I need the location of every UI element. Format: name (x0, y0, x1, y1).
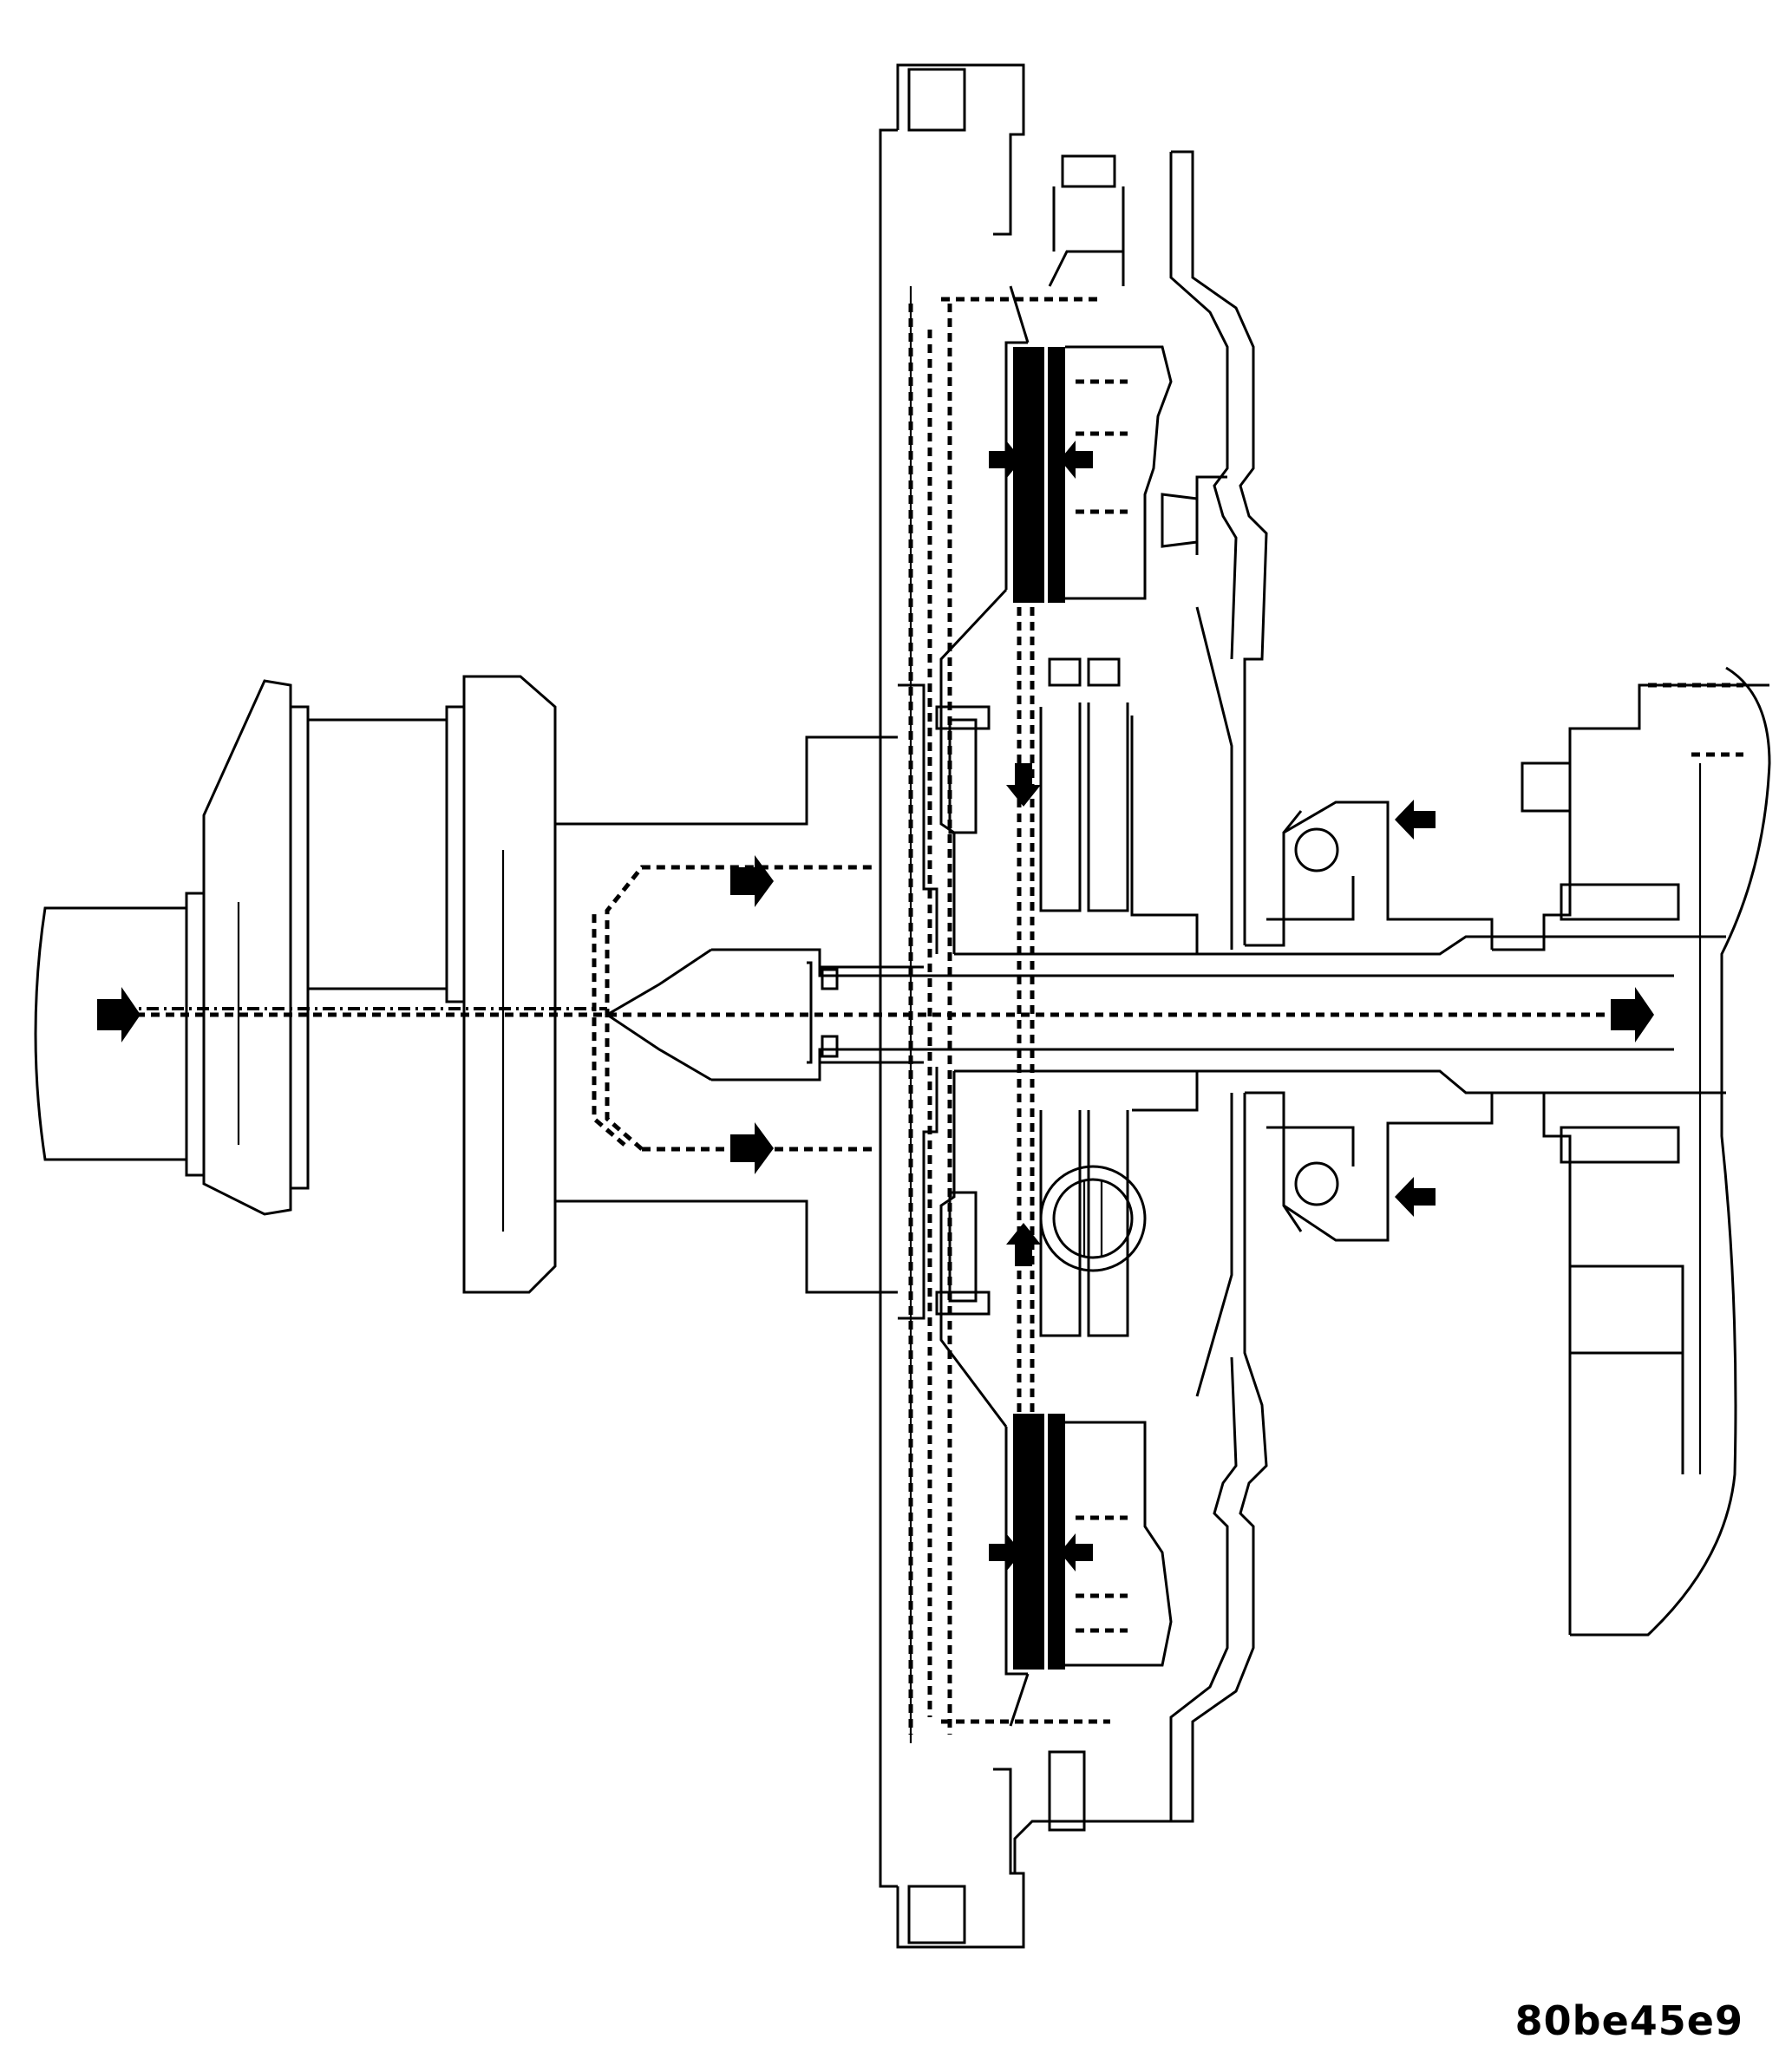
crankshaft-flange (34, 892, 206, 1177)
crank-hub-taper (202, 679, 310, 1216)
converter-pilot-hub (555, 735, 898, 1294)
one-way-clutch-ring (1039, 1165, 1147, 1272)
pump-hub (1245, 801, 1494, 1242)
pump-bushing-upper (1282, 810, 1339, 872)
impeller-shell-upper (1169, 150, 1268, 950)
cover-hub-step (898, 683, 939, 1320)
flow-arrow-icon (1060, 441, 1093, 479)
flow-path-centerline (121, 1007, 1648, 1017)
pump-bushing-lower (1282, 1161, 1339, 1232)
transmission-case (1492, 666, 1771, 1637)
flow-arrow-icon (1060, 1533, 1093, 1572)
flow-arrow-icon (1006, 1223, 1041, 1266)
clutch-pack-upper (1004, 154, 1227, 603)
crank-connector (306, 705, 466, 1003)
stator-assembly (1039, 657, 1129, 1337)
cover-bolt-upper (935, 705, 991, 834)
flow-path-cover (908, 297, 1743, 1735)
flow-arrow-icon (989, 441, 1022, 479)
impeller-shell-lower (1013, 1093, 1268, 1873)
flow-arrow-icon (1006, 763, 1041, 807)
flow-arrow-icon (989, 1533, 1022, 1572)
flexplate-disc (462, 675, 557, 1294)
flow-path-hub-upper (592, 865, 876, 1151)
flow-arrow-icon (97, 987, 141, 1042)
turbine-hub (939, 588, 1199, 1428)
flow-arrow-icon (730, 855, 774, 907)
flow-arrow-icon (1395, 1177, 1436, 1217)
turbine-hub-nose (605, 948, 971, 1082)
flow-arrow-icon (730, 1122, 774, 1174)
clutch-pack-lower (1004, 1414, 1173, 1727)
figure-id-label: 80be45e9 (1514, 1997, 1743, 2044)
flow-arrow-icon (1395, 800, 1436, 840)
flow-arrow-icon (1611, 987, 1654, 1042)
